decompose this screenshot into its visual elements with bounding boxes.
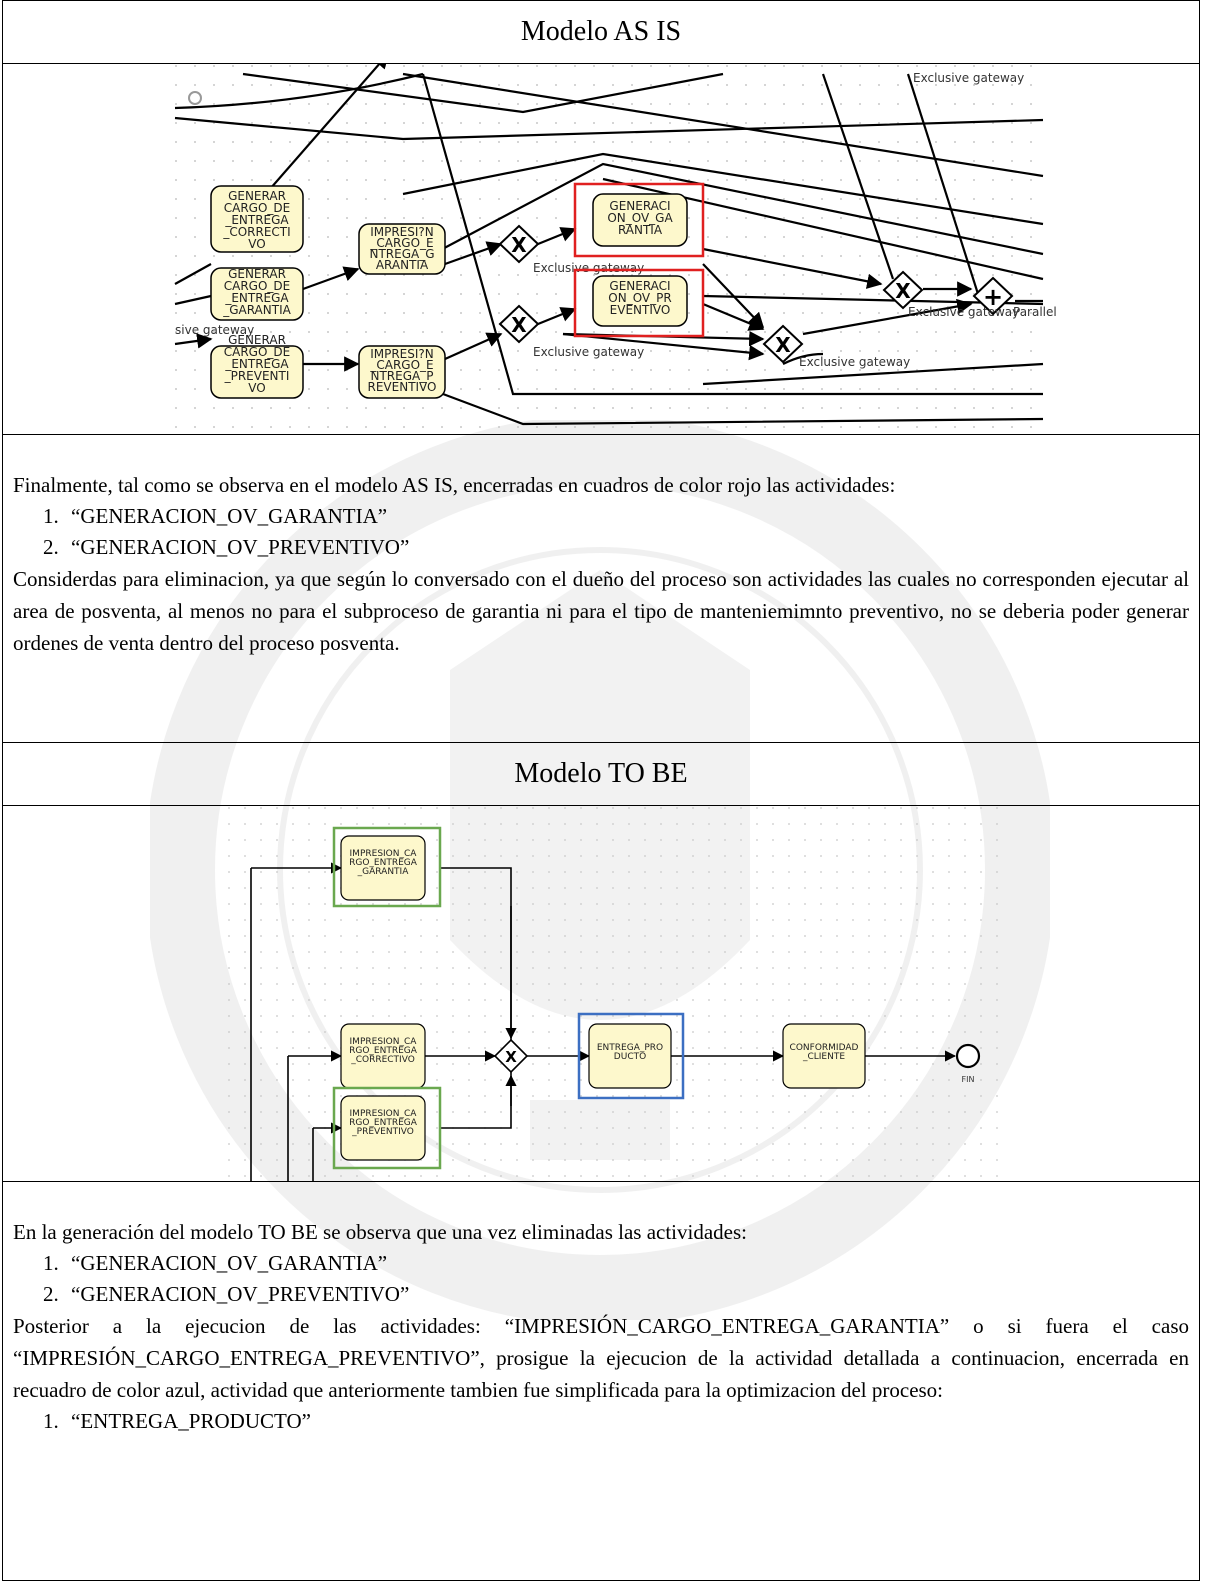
svg-text:IMPRESION_CARGO_ENTREGA_PREVEN: IMPRESION_CARGO_ENTREGA_PREVENTIVO bbox=[349, 1109, 418, 1137]
asis-parallel-label: Parallel bbox=[1013, 305, 1057, 319]
asis-explanation: Finalmente, tal como se observa en el mo… bbox=[2, 434, 1200, 743]
tobe-highlight-list: 1.“ENTREGA_PRODUCTO” bbox=[13, 1406, 1189, 1437]
asis-gateway-3: X bbox=[762, 324, 804, 364]
svg-text:IMPRESI?N_CARGO_ENTREGA_PREVEN: IMPRESI?N_CARGO_ENTREGA_PREVENTIVO bbox=[368, 347, 437, 394]
asis-intro: Finalmente, tal como se observa en el mo… bbox=[13, 473, 896, 497]
tobe-body: Posterior a la ejecucion de las activida… bbox=[13, 1314, 1189, 1402]
tobe-title: Modelo TO BE bbox=[2, 742, 1200, 806]
tobe-end-event bbox=[955, 1043, 981, 1069]
list-item: 1.“GENERACION_OV_GARANTIA” bbox=[43, 504, 388, 528]
svg-text:+: + bbox=[983, 283, 1003, 311]
asis-body: Considerdas para eliminacion, ya que seg… bbox=[13, 567, 1189, 655]
tobe-task-conformidad-cliente: CONFORMIDAD_CLIENTE bbox=[782, 1023, 866, 1089]
svg-text:GENERACION_OV_PREVENTIVO: GENERACION_OV_PREVENTIVO bbox=[608, 279, 671, 317]
asis-diagram-cell: X Exclusive gateway X Exclusive gateway … bbox=[2, 63, 1200, 435]
list-item: 2.“GENERACION_OV_PREVENTIVO” bbox=[43, 1282, 410, 1306]
asis-gateway-4: X bbox=[882, 270, 924, 310]
list-item: 1.“ENTREGA_PRODUCTO” bbox=[43, 1409, 311, 1433]
svg-text:IMPRESI?N_CARGO_ENTREGA_GARANT: IMPRESI?N_CARGO_ENTREGA_GARANTIA bbox=[369, 225, 434, 272]
svg-text:CONFORMIDAD_CLIENTE: CONFORMIDAD_CLIENTE bbox=[790, 1043, 859, 1062]
svg-text:X: X bbox=[505, 1048, 517, 1066]
asis-gateway-1: X bbox=[498, 224, 540, 264]
asis-title: Modelo AS IS bbox=[2, 0, 1200, 64]
asis-gateway-4-label: Exclusive gateway bbox=[908, 305, 1019, 319]
tobe-gateway: X bbox=[493, 1038, 529, 1074]
blue-highlight-box bbox=[577, 1012, 685, 1100]
green-highlight-box bbox=[332, 1086, 442, 1170]
tobe-end-label: FIN bbox=[962, 1075, 975, 1084]
green-highlight-box bbox=[332, 826, 442, 908]
list-item: 2.“GENERACION_OV_PREVENTIVO” bbox=[43, 535, 410, 559]
asis-gateway-2: X bbox=[498, 304, 540, 344]
svg-text:IMPRESION_CARGO_ENTREGA_GARANT: IMPRESION_CARGO_ENTREGA_GARANTIA bbox=[349, 849, 418, 877]
asis-gateway-top-label: Exclusive gateway bbox=[913, 71, 1024, 85]
tobe-removed-list: 1.“GENERACION_OV_GARANTIA” 2.“GENERACION… bbox=[13, 1248, 1189, 1310]
list-item: 1.“GENERACION_OV_GARANTIA” bbox=[43, 1251, 388, 1275]
asis-start-event bbox=[188, 91, 202, 105]
asis-parallel-gateway: + bbox=[972, 276, 1014, 316]
red-highlight-box bbox=[573, 182, 705, 258]
asis-partial-gateway-label: sive gateway bbox=[175, 323, 254, 337]
asis-gateway-3-label: Exclusive gateway bbox=[799, 355, 910, 369]
asis-diagram: X Exclusive gateway X Exclusive gateway … bbox=[174, 64, 1057, 434]
svg-text:GENERACION_OV_GARANTIA: GENERACION_OV_GARANTIA bbox=[607, 199, 673, 237]
svg-text:X: X bbox=[895, 279, 911, 303]
asis-gateway-1-label: Exclusive gateway bbox=[533, 261, 644, 275]
red-highlight-box bbox=[573, 268, 705, 338]
svg-text:X: X bbox=[775, 333, 791, 357]
tobe-intro: En la generación del modelo TO BE se obs… bbox=[13, 1220, 747, 1244]
asis-gateway-2-label: Exclusive gateway bbox=[533, 345, 644, 359]
tobe-explanation: En la generación del modelo TO BE se obs… bbox=[2, 1181, 1200, 1581]
svg-text:IMPRESION_CARGO_ENTREGA_CORREC: IMPRESION_CARGO_ENTREGA_CORRECTIVO bbox=[349, 1037, 418, 1065]
svg-text:X: X bbox=[511, 233, 527, 257]
svg-text:ENTREGA_PRODUCTO: ENTREGA_PRODUCTO bbox=[597, 1043, 663, 1062]
svg-text:X: X bbox=[511, 313, 527, 337]
asis-removed-list: 1.“GENERACION_OV_GARANTIA” 2.“GENERACION… bbox=[13, 501, 1189, 563]
